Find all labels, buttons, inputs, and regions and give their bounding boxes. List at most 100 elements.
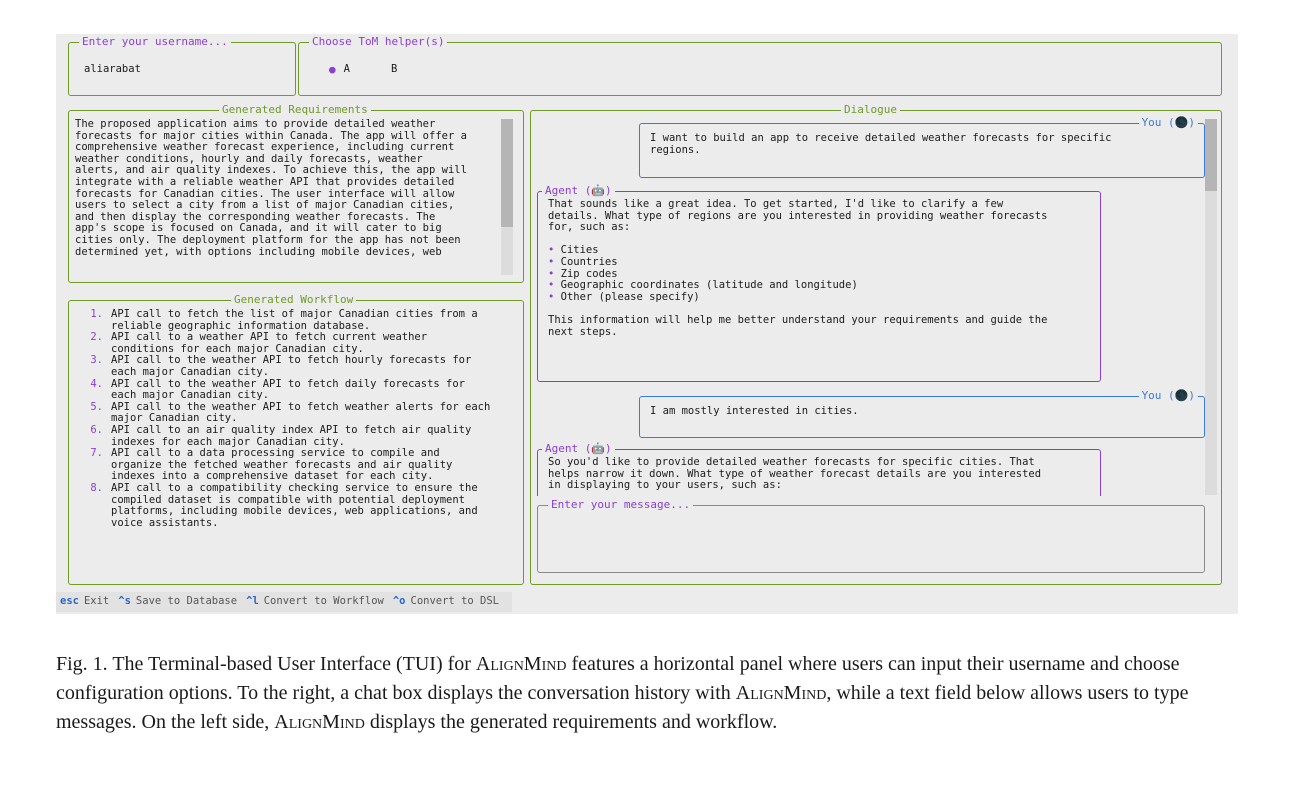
workflow-step-line: voice assistants.	[111, 516, 219, 529]
workflow-step: 8.API call to a compatibility checking s…	[75, 481, 519, 529]
workflow-step-line: API call to the weather API to fetch dai…	[111, 377, 466, 390]
message-line: • Other (please specify)	[548, 291, 1047, 304]
message-line: That sounds like a great idea. To get st…	[548, 198, 1004, 210]
bullet-text: Cities	[554, 244, 599, 257]
requirements-line: users to select a city from a list of ma…	[75, 199, 455, 212]
message-line: for, such as:	[548, 221, 631, 234]
workflow-step-number: 6.	[90, 423, 103, 436]
workflow-step-line: organize the fetched weather forecasts a…	[111, 458, 453, 471]
caption-prefix: Fig. 1. The Terminal-based User Interfac…	[56, 653, 476, 675]
workflow-step-line: indexes for each major Canadian city.	[111, 435, 345, 448]
chat-message-user: You (🌑) I want to build an app to receiv…	[639, 116, 1205, 178]
workflow-step-number: 1.	[90, 308, 103, 320]
workflow-panel: Generated Workflow 1. API call to fetch t…	[68, 293, 524, 585]
footer-key: ^s	[118, 595, 131, 608]
chat-message-agent: Agent (🤖) So you'd like to provide detai…	[537, 442, 1101, 496]
caption-name: AlignMind	[475, 653, 567, 675]
requirements-line: The proposed application aims to provide…	[75, 118, 436, 130]
username-panel: Enter your username... aliarabat	[68, 35, 296, 96]
workflow-step-line: API call to the weather API to fetch wea…	[111, 400, 491, 413]
workflow-step-number: 2.	[90, 331, 103, 344]
workflow-step-line: indexes into a comprehensive dataset for…	[111, 470, 434, 483]
workflow-step-number: 3.	[90, 354, 103, 367]
dialogue-history: You (🌑) I want to build an app to receiv…	[531, 111, 1221, 496]
requirements-legend: Generated Requirements	[219, 103, 371, 117]
workflow-list: 1. API call to fetch the list of major Ca…	[75, 308, 519, 529]
bullet-text: Countries	[554, 255, 618, 268]
workflow-step-line: reliable geographic information database…	[111, 319, 371, 332]
footer-binding-convert-to-dsl[interactable]: ^o Convert to DSL	[392, 595, 508, 608]
message-line: next steps.	[548, 325, 618, 338]
workflow-step: 4. API call to the weather API to fetch d…	[75, 377, 519, 402]
agent-legend: Agent (🤖)	[542, 442, 615, 456]
dialogue-scrollbar[interactable]	[1205, 119, 1217, 495]
requirements-line: comprehensive weather forecast experienc…	[75, 141, 455, 154]
footer-label: Exit	[83, 595, 110, 608]
helper-legend: Choose ToM helper(s)	[309, 35, 448, 49]
workflow-step-text: API call to a weather API to fetch curre…	[111, 332, 427, 355]
helper-option-a[interactable]: ● A	[329, 63, 391, 76]
workflow-step-text: API call to a compatibility checking ser…	[111, 481, 478, 529]
dialogue-panel: Dialogue You (🌑) I want to build an app …	[530, 103, 1222, 585]
agent-legend: Agent (🤖)	[542, 184, 615, 198]
dialogue-legend: Dialogue	[841, 103, 900, 117]
workflow-step-line: each major Canadian city.	[111, 365, 270, 378]
bullet-icon: •	[548, 267, 555, 280]
requirements-line: and then display the corresponding weath…	[75, 210, 436, 223]
workflow-step: 5.API call to the weather API to fetch w…	[75, 400, 519, 425]
workflow-step-text: API call to the weather API to fetch dai…	[111, 377, 466, 402]
requirements-line: forecasts for Canadian cities. The user …	[75, 187, 455, 200]
message-line: • Countries	[548, 255, 1047, 269]
bullet-icon: •	[548, 279, 555, 292]
figure-caption: Fig. 1. The Terminal-based User Interfac…	[56, 650, 1246, 737]
requirements-line: forecasts for major cities within Canada…	[75, 129, 467, 142]
helper-option-b-label: B	[391, 63, 398, 75]
message-line: • Cities	[548, 245, 1047, 257]
username-input[interactable]: aliarabat	[84, 63, 141, 75]
requirements-scrollbar[interactable]	[501, 119, 513, 275]
workflow-step-text: API call to fetch the list of major Cana…	[111, 308, 478, 332]
message-input-legend: Enter your message...	[548, 498, 694, 512]
message-line	[548, 234, 1047, 246]
helper-option-b[interactable]: B	[391, 63, 398, 76]
caption-name: AlignMind	[274, 711, 365, 733]
workflow-step: 2. API call to a weather API to fetch cur…	[75, 331, 519, 355]
message-line: • Geographic coordinates (latitude and l…	[548, 279, 1047, 292]
message-text: So you'd like to provide detailed weathe…	[548, 456, 1041, 492]
workflow-step: 1. API call to fetch the list of major Ca…	[75, 308, 519, 332]
requirements-line: integrate with a reliable weather API th…	[75, 175, 455, 188]
requirements-line: app's scope is focused on Canada, and it…	[75, 222, 442, 235]
message-input[interactable]: Enter your message...	[537, 498, 1205, 573]
message-line: So you'd like to provide detailed weathe…	[548, 456, 1035, 468]
caption-part3: , while a text field below allows users …	[56, 682, 1189, 733]
requirements-line: weather conditions, hourly and daily for…	[75, 152, 423, 165]
requirements-line: cities only. The deployment platform for…	[75, 233, 461, 246]
requirements-text: The proposed application aims to provide…	[75, 118, 499, 258]
requirements-panel: Generated Requirements The proposed appl…	[68, 103, 524, 283]
bullet-icon: •	[548, 255, 555, 268]
workflow-step-line: API call to a compatibility checking ser…	[111, 481, 478, 494]
message-line: I am mostly interested in cities.	[650, 405, 859, 417]
dialogue-scroll-thumb[interactable]	[1205, 119, 1217, 191]
workflow-step-line: each major Canadian city.	[111, 389, 270, 402]
workflow-step-text: API call to the weather API to fetch wea…	[111, 400, 491, 425]
footer-label: Convert to DSL	[410, 595, 500, 608]
workflow-step-number: 4.	[90, 377, 103, 390]
workflow-step-line: API call to an air quality index API to …	[111, 423, 472, 436]
helper-panel: Choose ToM helper(s) ● A B	[298, 35, 1222, 96]
workflow-step: 3. API call to the weather API to fetch h…	[75, 355, 519, 378]
footer-label: Convert to Workflow	[263, 595, 384, 608]
footer-key: ^o	[392, 595, 406, 608]
username-legend: Enter your username...	[79, 35, 231, 49]
message-text: I want to build an app to receive detail…	[650, 132, 1111, 156]
requirements-scroll-thumb[interactable]	[501, 119, 513, 227]
workflow-step-line: major Canadian city.	[111, 412, 238, 425]
workflow-step: 7.API call to a data processing service …	[75, 447, 519, 483]
caption-name: AlignMind	[735, 682, 827, 704]
requirements-line: determined yet, with options including m…	[75, 245, 442, 258]
workflow-step-line: API call to the weather API to fetch hou…	[111, 354, 472, 367]
workflow-legend: Generated Workflow	[231, 293, 357, 307]
